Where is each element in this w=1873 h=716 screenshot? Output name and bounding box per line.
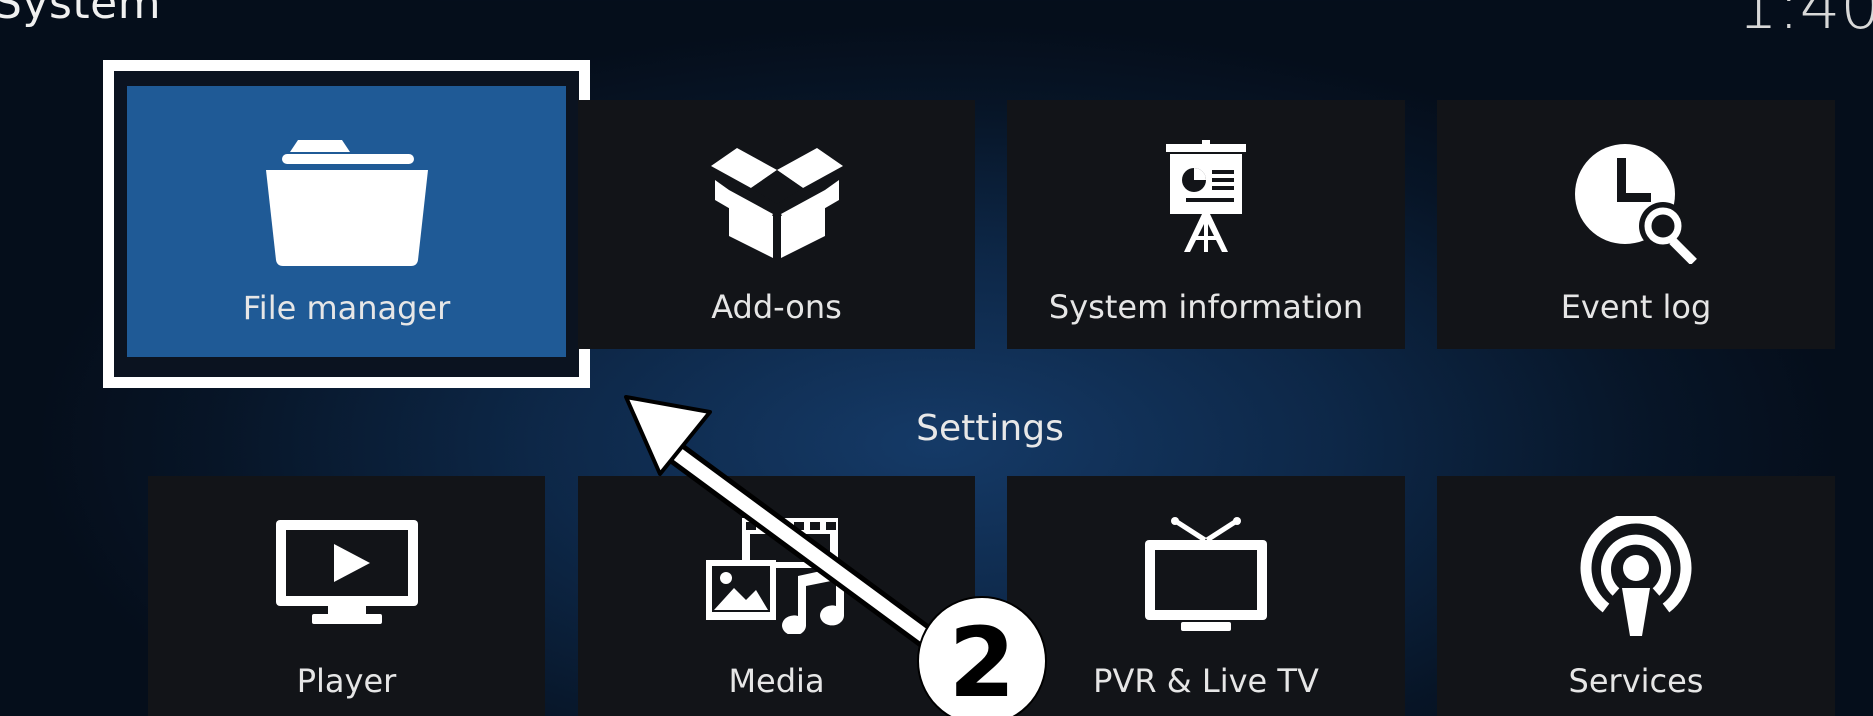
tile-label: File manager [242, 289, 451, 327]
monitor-play-icon [272, 516, 422, 628]
broadcast-signal-icon [1576, 516, 1696, 638]
tile-label: Media [728, 662, 825, 700]
tv-antenna-icon [1141, 516, 1271, 634]
step-number-badge: 2 [917, 596, 1047, 716]
tile-label: Player [296, 662, 397, 700]
clock-search-icon [1571, 140, 1701, 264]
tile-label: Add-ons [711, 288, 842, 326]
tile-label: Event log [1560, 288, 1712, 326]
section-title-settings: Settings [916, 408, 1064, 449]
window-title: System [0, 0, 162, 29]
tile-system-information[interactable]: System information [1007, 100, 1405, 349]
tile-file-manager[interactable]: File manager [127, 86, 566, 357]
tile-event-log[interactable]: Event log [1437, 100, 1835, 349]
tile-label: System information [1048, 288, 1364, 326]
open-box-icon [707, 140, 847, 260]
tile-add-ons[interactable]: Add-ons [578, 100, 975, 349]
tile-label: Services [1568, 662, 1704, 700]
tile-player[interactable]: Player [148, 476, 545, 716]
clock: 1:40 [1737, 0, 1873, 44]
tile-pvr-live-tv[interactable]: PVR & Live TV [1007, 476, 1405, 716]
folder-icon [262, 136, 432, 266]
tile-services[interactable]: Services [1437, 476, 1835, 716]
presentation-easel-icon [1156, 140, 1256, 252]
tile-label: PVR & Live TV [1093, 662, 1319, 700]
